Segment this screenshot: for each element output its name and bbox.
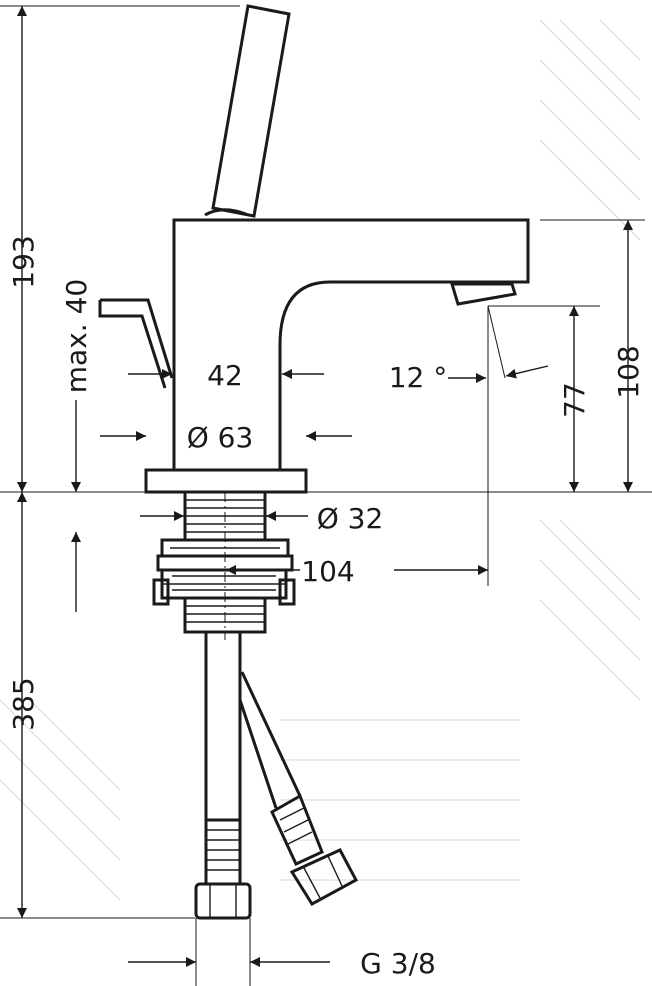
hex-nut-left bbox=[194, 882, 252, 920]
dimension-lines bbox=[0, 5, 652, 986]
label-height-total: 193 bbox=[7, 235, 40, 288]
label-spout-height: 108 bbox=[612, 345, 645, 398]
label-base-diameter: Ø 63 bbox=[187, 421, 254, 454]
label-spout-angle: 12 ° bbox=[389, 361, 448, 394]
lever-handle bbox=[211, 4, 291, 218]
popup-rod bbox=[98, 298, 174, 389]
label-projection: 104 bbox=[301, 555, 354, 588]
supply-hose-straight bbox=[204, 632, 242, 820]
background-hatching bbox=[0, 19, 641, 901]
label-shank-diameter: Ø 32 bbox=[317, 502, 384, 535]
body-outline bbox=[172, 218, 530, 472]
dimension-labels: 193 max. 40 42 Ø 63 Ø 32 12 ° 77 108 104… bbox=[7, 235, 645, 980]
label-hose-length: 385 bbox=[7, 677, 40, 730]
aerator bbox=[449, 282, 517, 306]
label-spout-clearance: 77 bbox=[558, 382, 591, 418]
label-body-width: 42 bbox=[207, 359, 243, 392]
label-handle-travel: max. 40 bbox=[60, 279, 93, 393]
supply-hose-angled bbox=[238, 671, 302, 809]
base-plate bbox=[144, 468, 308, 494]
label-connection: G 3/8 bbox=[360, 947, 436, 980]
hex-nut-right bbox=[289, 848, 359, 906]
faucet-body bbox=[98, 4, 530, 920]
hose-fitting-right bbox=[270, 793, 324, 866]
